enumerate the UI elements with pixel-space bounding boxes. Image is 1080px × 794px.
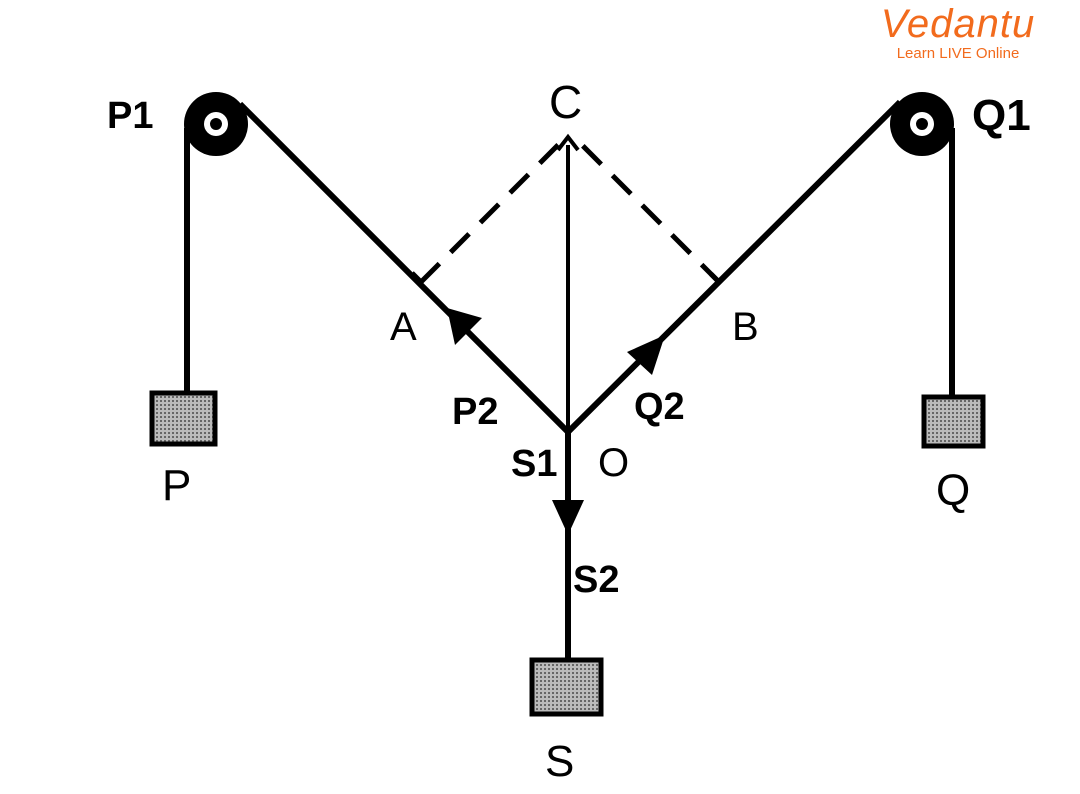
label-o: O (598, 441, 629, 485)
label-s1: S1 (511, 443, 557, 485)
tick-a (410, 271, 423, 284)
dashed-line-bc (575, 138, 722, 285)
pulley-q1 (890, 92, 954, 156)
arrowhead-c (556, 133, 580, 152)
arrowhead-os (552, 500, 584, 535)
label-p1: P1 (107, 95, 153, 137)
label-q2: Q2 (634, 386, 685, 428)
arrowhead-oa (447, 308, 482, 345)
label-p: P (162, 461, 191, 510)
logo-brand: Vedantu (880, 2, 1036, 46)
dashed-line-ac (419, 139, 564, 284)
weight-s (529, 657, 604, 717)
label-q: Q (936, 466, 970, 515)
label-s: S (545, 737, 574, 786)
arrowhead-ob (627, 335, 665, 375)
label-c: C (549, 76, 582, 128)
label-s2: S2 (573, 559, 619, 601)
label-a: A (390, 305, 417, 349)
label-p2: P2 (452, 391, 498, 433)
label-q1: Q1 (972, 91, 1031, 140)
logo-tagline: Learn LIVE Online (896, 45, 1020, 62)
string-oa (237, 101, 571, 435)
vedantu-logo: Vedantu Learn LIVE Online (878, 2, 1038, 62)
label-b: B (732, 305, 759, 349)
pulley-p1 (184, 92, 248, 156)
weight-q (921, 394, 986, 449)
string-ob (565, 99, 903, 435)
tick-b (709, 272, 722, 285)
weight-p (149, 390, 218, 447)
